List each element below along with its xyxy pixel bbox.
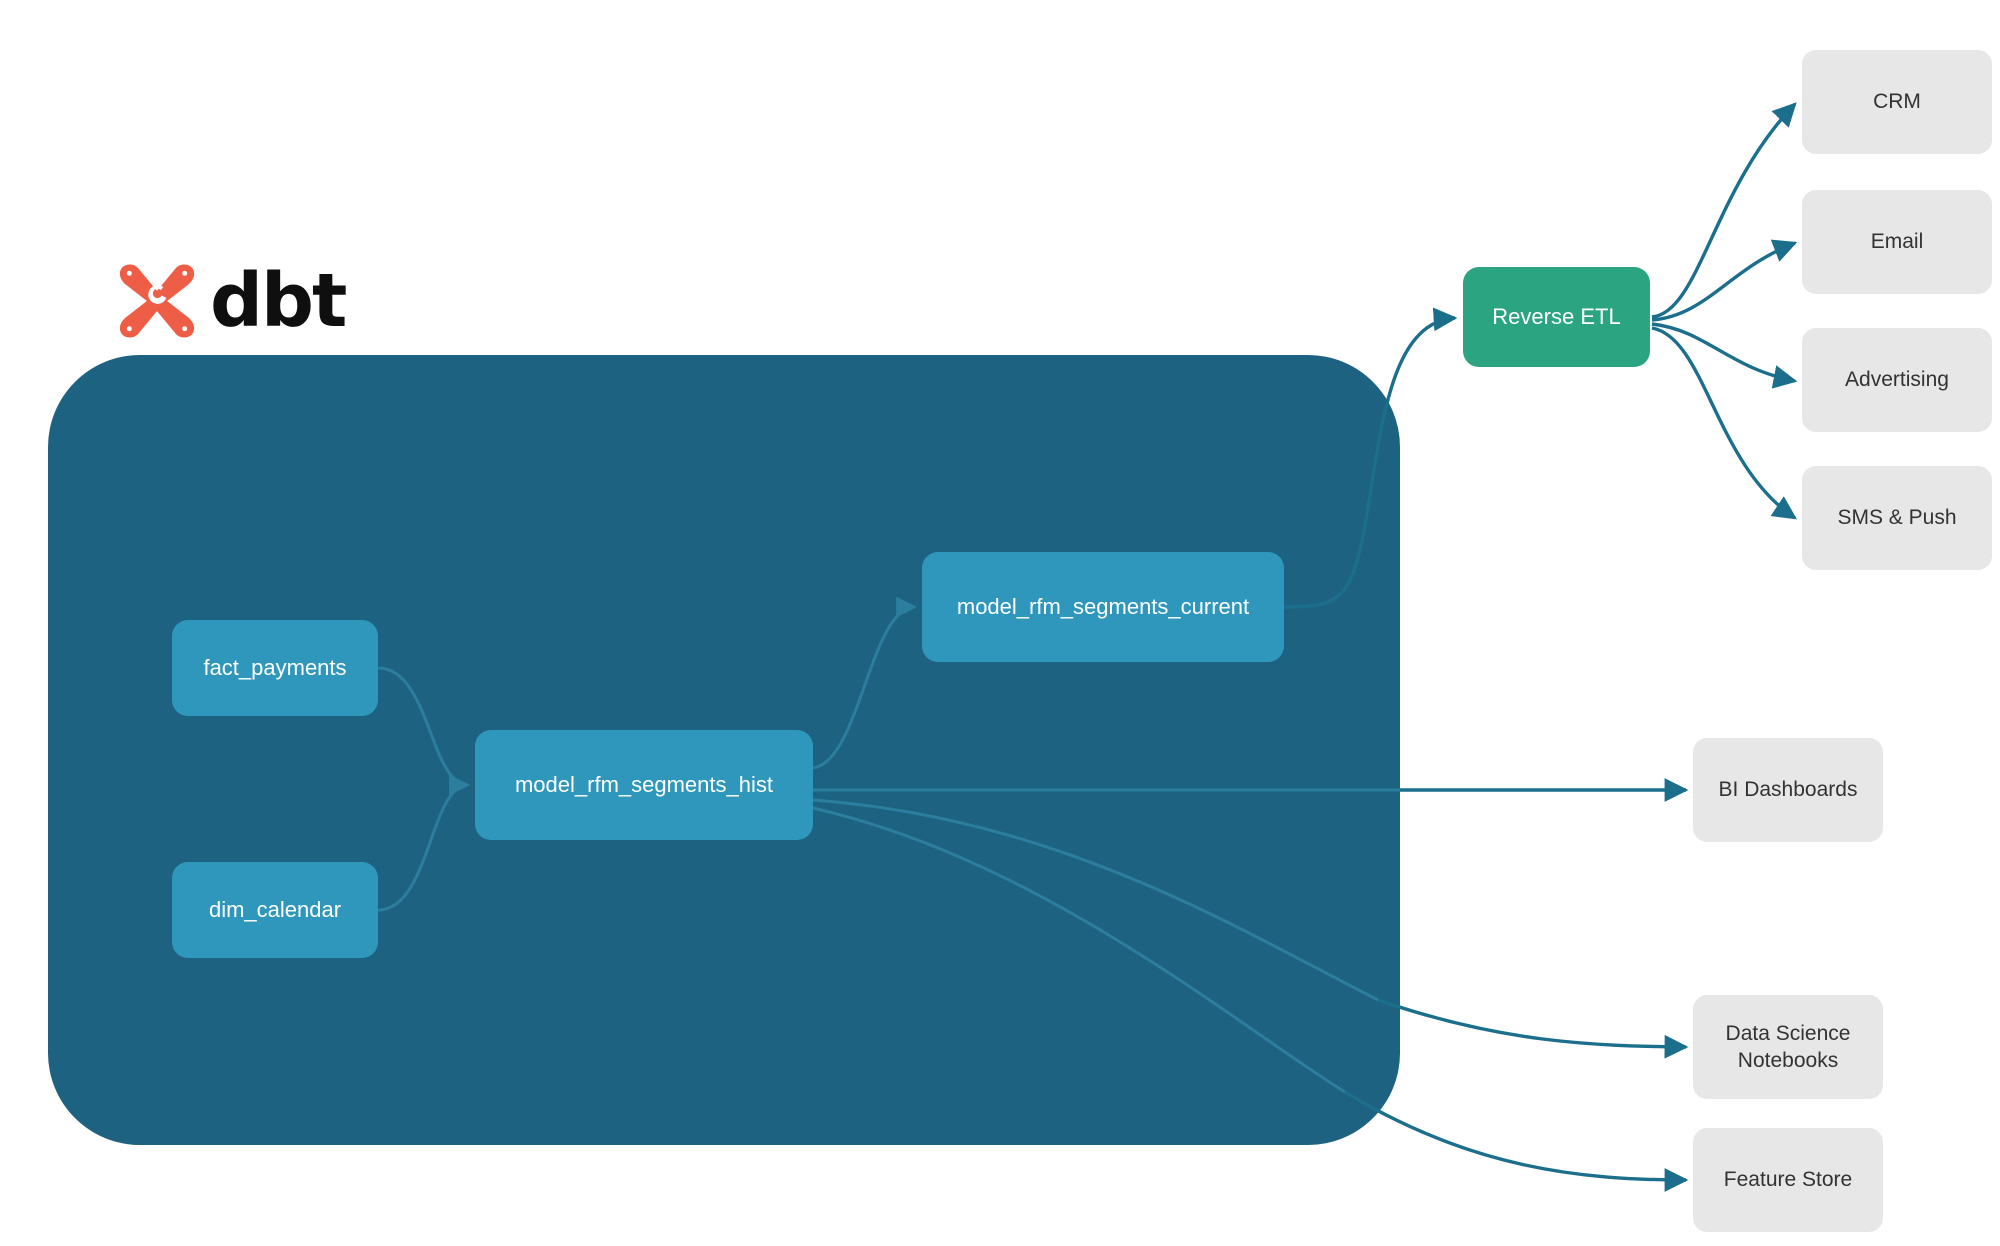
dbt-logo-icon (119, 264, 195, 338)
edge-reverse-etl-to-crm (1651, 102, 1797, 319)
node-feature-store[interactable]: Feature Store (1693, 1128, 1883, 1232)
node-label: Email (1870, 230, 1924, 254)
node-label: model_rfm_segments_current (956, 594, 1250, 619)
node-label: SMS & Push (1837, 506, 1957, 530)
node-sms-push[interactable]: SMS & Push (1802, 466, 1992, 570)
node-label: BI Dashboards (1718, 778, 1858, 802)
node-label: CRM (1873, 90, 1921, 114)
node-label: Data Science Notebooks (1726, 1020, 1851, 1075)
node-dim-calendar[interactable]: dim_calendar (172, 862, 378, 958)
node-label: dim_calendar (208, 897, 342, 922)
node-label-line-2: Notebooks (1737, 1049, 1839, 1072)
node-model-rfm-segments-current[interactable]: model_rfm_segments_current (922, 552, 1284, 662)
node-label: model_rfm_segments_hist (514, 772, 773, 797)
edge-reverse-etl-to-advertising (1651, 322, 1798, 389)
node-advertising[interactable]: Advertising (1802, 328, 1992, 432)
dbt-brand-lockup: dbt (118, 258, 347, 344)
edge-hist-to-feature-store (1344, 1090, 1689, 1192)
node-bi-dashboards[interactable]: BI Dashboards (1693, 738, 1883, 842)
node-fact-payments[interactable]: fact_payments (172, 620, 378, 716)
node-label-line-1: Data Science (1725, 1021, 1851, 1045)
node-email[interactable]: Email (1802, 190, 1992, 294)
edge-reverse-etl-to-email (1651, 239, 1798, 322)
node-label: fact_payments (203, 655, 347, 680)
edge-hist-to-ds-notebooks (1377, 998, 1689, 1059)
node-crm[interactable]: CRM (1802, 50, 1992, 154)
dbt-wordmark: dbt (210, 258, 347, 344)
node-data-science-notebooks[interactable]: Data Science Notebooks (1693, 995, 1883, 1099)
node-model-rfm-segments-hist[interactable]: model_rfm_segments_hist (475, 730, 813, 840)
node-label: Advertising (1845, 368, 1949, 392)
node-label: Feature Store (1723, 1168, 1853, 1192)
node-reverse-etl[interactable]: Reverse ETL (1463, 267, 1650, 367)
edge-reverse-etl-to-sms-push (1651, 326, 1797, 520)
node-label: Reverse ETL (1492, 304, 1621, 329)
